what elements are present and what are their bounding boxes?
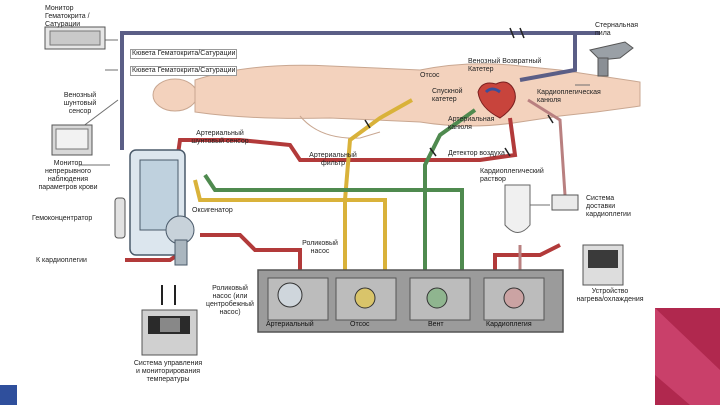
label-suction-top: Отсос <box>420 72 440 79</box>
venous-line <box>120 31 600 150</box>
heater-cooler-device <box>582 244 624 286</box>
temperature-control-unit <box>141 309 198 356</box>
label-roller-pump: Роликовый насос <box>302 240 338 255</box>
label-roller-pump-alt: Роликовый насос (или центробежный насос) <box>206 285 254 316</box>
heart <box>477 81 516 119</box>
hematocrit-monitor <box>44 26 106 50</box>
reservoir-oxygenator <box>129 149 195 266</box>
label-arterial-filter: Артериальный фильтр <box>309 152 357 167</box>
corner-blue-marker <box>0 385 17 405</box>
cardioplegia-delivery-system <box>551 194 579 211</box>
label-venous-shunt-sensor: Венозный шунтовый сенсор <box>63 92 97 115</box>
label-cuvette-1: Кювета Гематокрита/Сатурации <box>130 49 238 59</box>
clamp-markers <box>364 27 554 157</box>
label-heater-cooler: Устройство нагрева/охлаждения <box>576 288 644 303</box>
label-blood-parameter-monitor: Монитор непрерывного наблюдения параметр… <box>38 160 98 191</box>
label-to-cardioplegia: К кардиоплегии <box>36 257 87 264</box>
label-cardioplegia-pump: Кардиоплегия <box>486 321 532 328</box>
label-descending-catheter: Спускной катетер <box>432 88 463 103</box>
label-arterial-cannula: Артериальная канюля <box>448 116 495 131</box>
label-cuvette-2: Кювета Гематокрита/Сатурации <box>130 66 238 76</box>
label-vent-pump: Вент <box>428 321 444 328</box>
label-air-detector: Детектор воздуха <box>448 150 505 157</box>
label-suction-pump: Отсос <box>350 321 370 328</box>
sternal-saw <box>589 41 634 77</box>
label-cardioplegic-solution: Кардиоплегический раствор <box>480 168 544 183</box>
label-sternal-saw: Стернальная пила <box>595 22 639 37</box>
label-arterial-pump: Артериальный <box>266 321 314 328</box>
corner-accent-stripe <box>655 308 720 405</box>
label-oxygenator: Оксигенатор <box>192 207 233 214</box>
label-venous-return-catheter: Венозный Возвратный Катетер <box>468 58 542 73</box>
suction-line <box>193 98 413 285</box>
label-arterial-shunt-sensor: Артериальный шунтовый сенсор <box>191 130 249 145</box>
label-cardioplegia-delivery: Система доставки кардиоплегии <box>586 195 631 218</box>
label-cardioplegic-cannula: Кардиоплегическая канюля <box>537 89 601 104</box>
label-hematocrit-monitor: Монитор Гематокрита / Сатурации <box>45 5 90 28</box>
cardioplegic-solution-bag <box>504 184 531 233</box>
pump-console <box>257 269 564 333</box>
label-temperature-control: Система управления и мониторирования тем… <box>133 360 203 383</box>
vent-line <box>203 108 477 285</box>
label-hemoconcentrator: Гемоконцентратор <box>32 215 93 222</box>
temperature-arrows <box>161 285 176 305</box>
hemoconcentrator <box>114 197 126 239</box>
blood-parameter-monitor <box>51 124 93 156</box>
